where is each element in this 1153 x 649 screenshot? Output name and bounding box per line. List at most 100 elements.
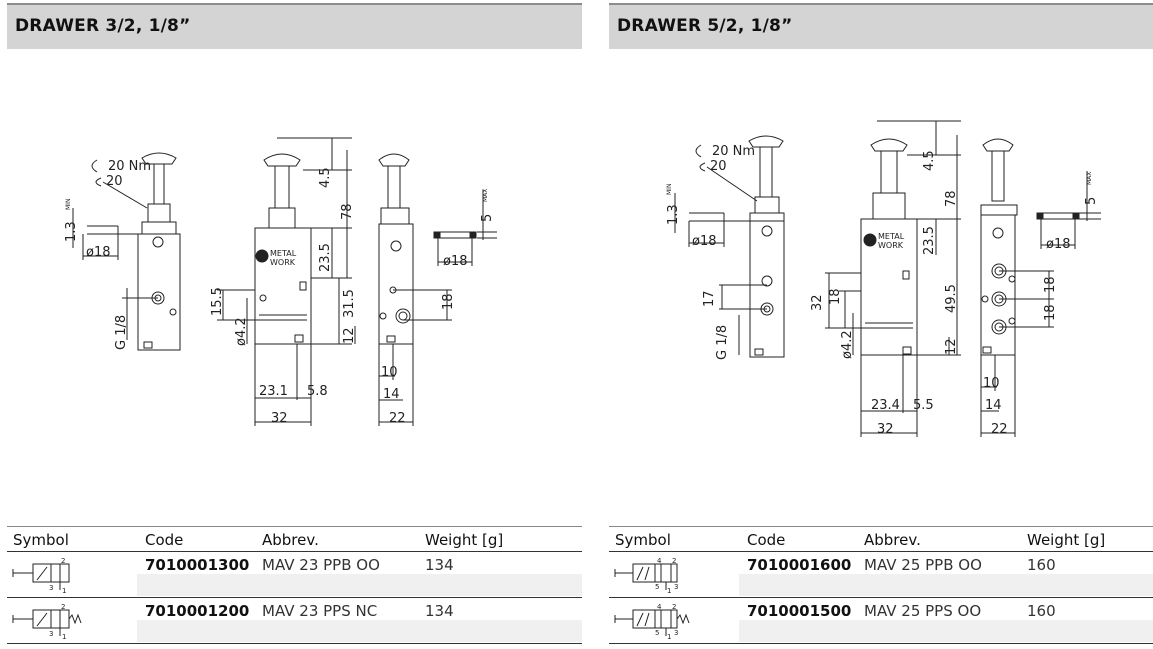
dim-14: 14 [985,398,1002,413]
technical-drawing: 20 Nm 20 ø18 1.3 MIN 17 G 1/8 4.5 78 23.… [666,120,1101,437]
table-row: 4 2 5 1 3 7010001600 MAV 25 PPB OO 160 [609,552,1153,598]
dim-4-5: 4.5 [318,167,333,188]
dim-d18: ø18 [86,245,111,260]
cell-code: 7010001300 [145,556,250,574]
cell-weight: 134 [425,602,454,620]
product-panel-drawer-3-2: DRAWER 3/2, 1/8” [7,0,582,649]
side-view-2 [378,153,452,426]
dim-22: 22 [389,411,406,426]
dim-23-5: 23.5 [922,226,937,255]
dim-d18-b: ø18 [1046,237,1071,252]
cell-abbrev: MAV 23 PPS NC [262,602,378,620]
cell-abbrev: MAV 25 PPB OO [864,556,982,574]
col-code: Code [747,531,786,549]
dim-32-w: 32 [877,422,894,437]
col-abbrev: Abbrev. [262,531,319,549]
dim-g18: G 1/8 [114,315,129,350]
dim-1-3: 1.3 [666,204,681,225]
side-view-1 [72,152,181,351]
valve-symbol-5-2: 4 2 5 1 3 [614,557,678,594]
side-view-2 [980,138,1054,437]
dim-23-1: 23.1 [259,384,288,399]
logo-metal: METAL [878,232,905,241]
dim-wrench: 20 [710,159,727,174]
dim-12: 12 [944,338,959,355]
valve-symbol-3-2: 2 3 1 [12,557,70,594]
panel-title: DRAWER 5/2, 1/8” [617,16,793,36]
product-panel-drawer-5-2: DRAWER 5/2, 1/8” [609,0,1153,649]
svg-text:1: 1 [62,587,66,594]
cell-weight: 134 [425,556,454,574]
table-row: 4 2 5 1 3 7010001500 MAV 25 PPS OO 160 [609,598,1153,644]
dim-12: 12 [342,327,357,344]
col-abbrev: Abbrev. [864,531,921,549]
cell-weight: 160 [1027,602,1056,620]
technical-drawing: 20 Nm 20 ø18 1.3 MIN G 1/8 4.5 78 23.5 1… [64,137,497,426]
logo-work: WORK [270,258,296,267]
svg-text:2: 2 [672,603,676,611]
front-view-1 [825,120,961,437]
dim-4-5: 4.5 [922,150,937,171]
nut-detail-view [433,190,497,266]
dim-g18: G 1/8 [715,325,730,360]
col-weight: Weight [g] [1027,531,1106,549]
panel-title: DRAWER 3/2, 1/8” [15,16,191,36]
dim-5: 5 [1084,197,1099,205]
dim-torque: 20 Nm [108,159,151,174]
cell-abbrev: MAV 25 PPS OO [864,602,982,620]
dim-10: 10 [381,365,398,380]
dim-22: 22 [991,422,1008,437]
svg-text:3: 3 [674,629,678,637]
dim-min: MIN [666,184,673,195]
svg-text:1: 1 [62,633,66,640]
cell-abbrev: MAV 23 PPB OO [262,556,380,574]
dim-14: 14 [383,387,400,402]
svg-text:3: 3 [49,630,53,638]
col-weight: Weight [g] [425,531,504,549]
table-row: 2 3 1 7010001200 MAV 23 PPS NC 134 [7,598,582,644]
svg-text:1: 1 [667,633,671,640]
dim-32: 32 [810,294,825,311]
col-symbol: Symbol [615,531,671,549]
cell-weight: 160 [1027,556,1056,574]
product-table: Symbol Code Abbrev. Weight [g] 2 3 1 [7,526,582,644]
dim-max: MAX [1086,172,1093,185]
dim-32: 32 [271,411,288,426]
dim-18: 18 [441,293,456,310]
cell-code: 7010001200 [145,602,250,620]
dim-78: 78 [944,190,959,207]
side-view-1 [674,135,785,358]
dim-23-5: 23.5 [318,243,333,272]
dim-5: 5 [480,214,495,222]
logo-work: WORK [878,241,904,250]
dim-d18: ø18 [692,234,717,249]
dim-15-5: 15.5 [210,287,225,316]
table-row: 2 3 1 7010001300 MAV 23 PPB OO 134 [7,552,582,598]
dim-23-4: 23.4 [871,398,900,413]
cell-code: 7010001500 [747,602,852,620]
svg-text:4: 4 [657,603,662,611]
dim-10: 10 [983,376,1000,391]
product-table: Symbol Code Abbrev. Weight [g] 4 2 5 [609,526,1153,644]
panel-header: DRAWER 3/2, 1/8” [7,3,582,49]
dim-5-8: 5.8 [307,384,328,399]
dim-78: 78 [340,203,355,220]
svg-text:3: 3 [49,584,53,592]
dim-d4-2: ø4.2 [840,330,855,359]
panel-header: DRAWER 5/2, 1/8” [609,3,1153,49]
dim-31-5: 31.5 [342,289,357,318]
dim-torque: 20 Nm [712,144,755,159]
dim-18-a: 18 [828,288,843,305]
svg-text:4: 4 [657,557,662,565]
svg-text:3: 3 [674,583,678,591]
dim-49-5: 49.5 [944,284,959,313]
dim-18-c: 18 [1043,304,1058,321]
svg-text:2: 2 [61,603,65,611]
svg-text:5: 5 [655,629,659,637]
logo-metal: METAL [270,249,297,258]
dim-min: MIN [65,199,72,210]
svg-text:2: 2 [672,557,676,565]
col-code: Code [145,531,184,549]
dim-wrench: 20 [106,174,123,189]
svg-text:2: 2 [61,557,65,565]
